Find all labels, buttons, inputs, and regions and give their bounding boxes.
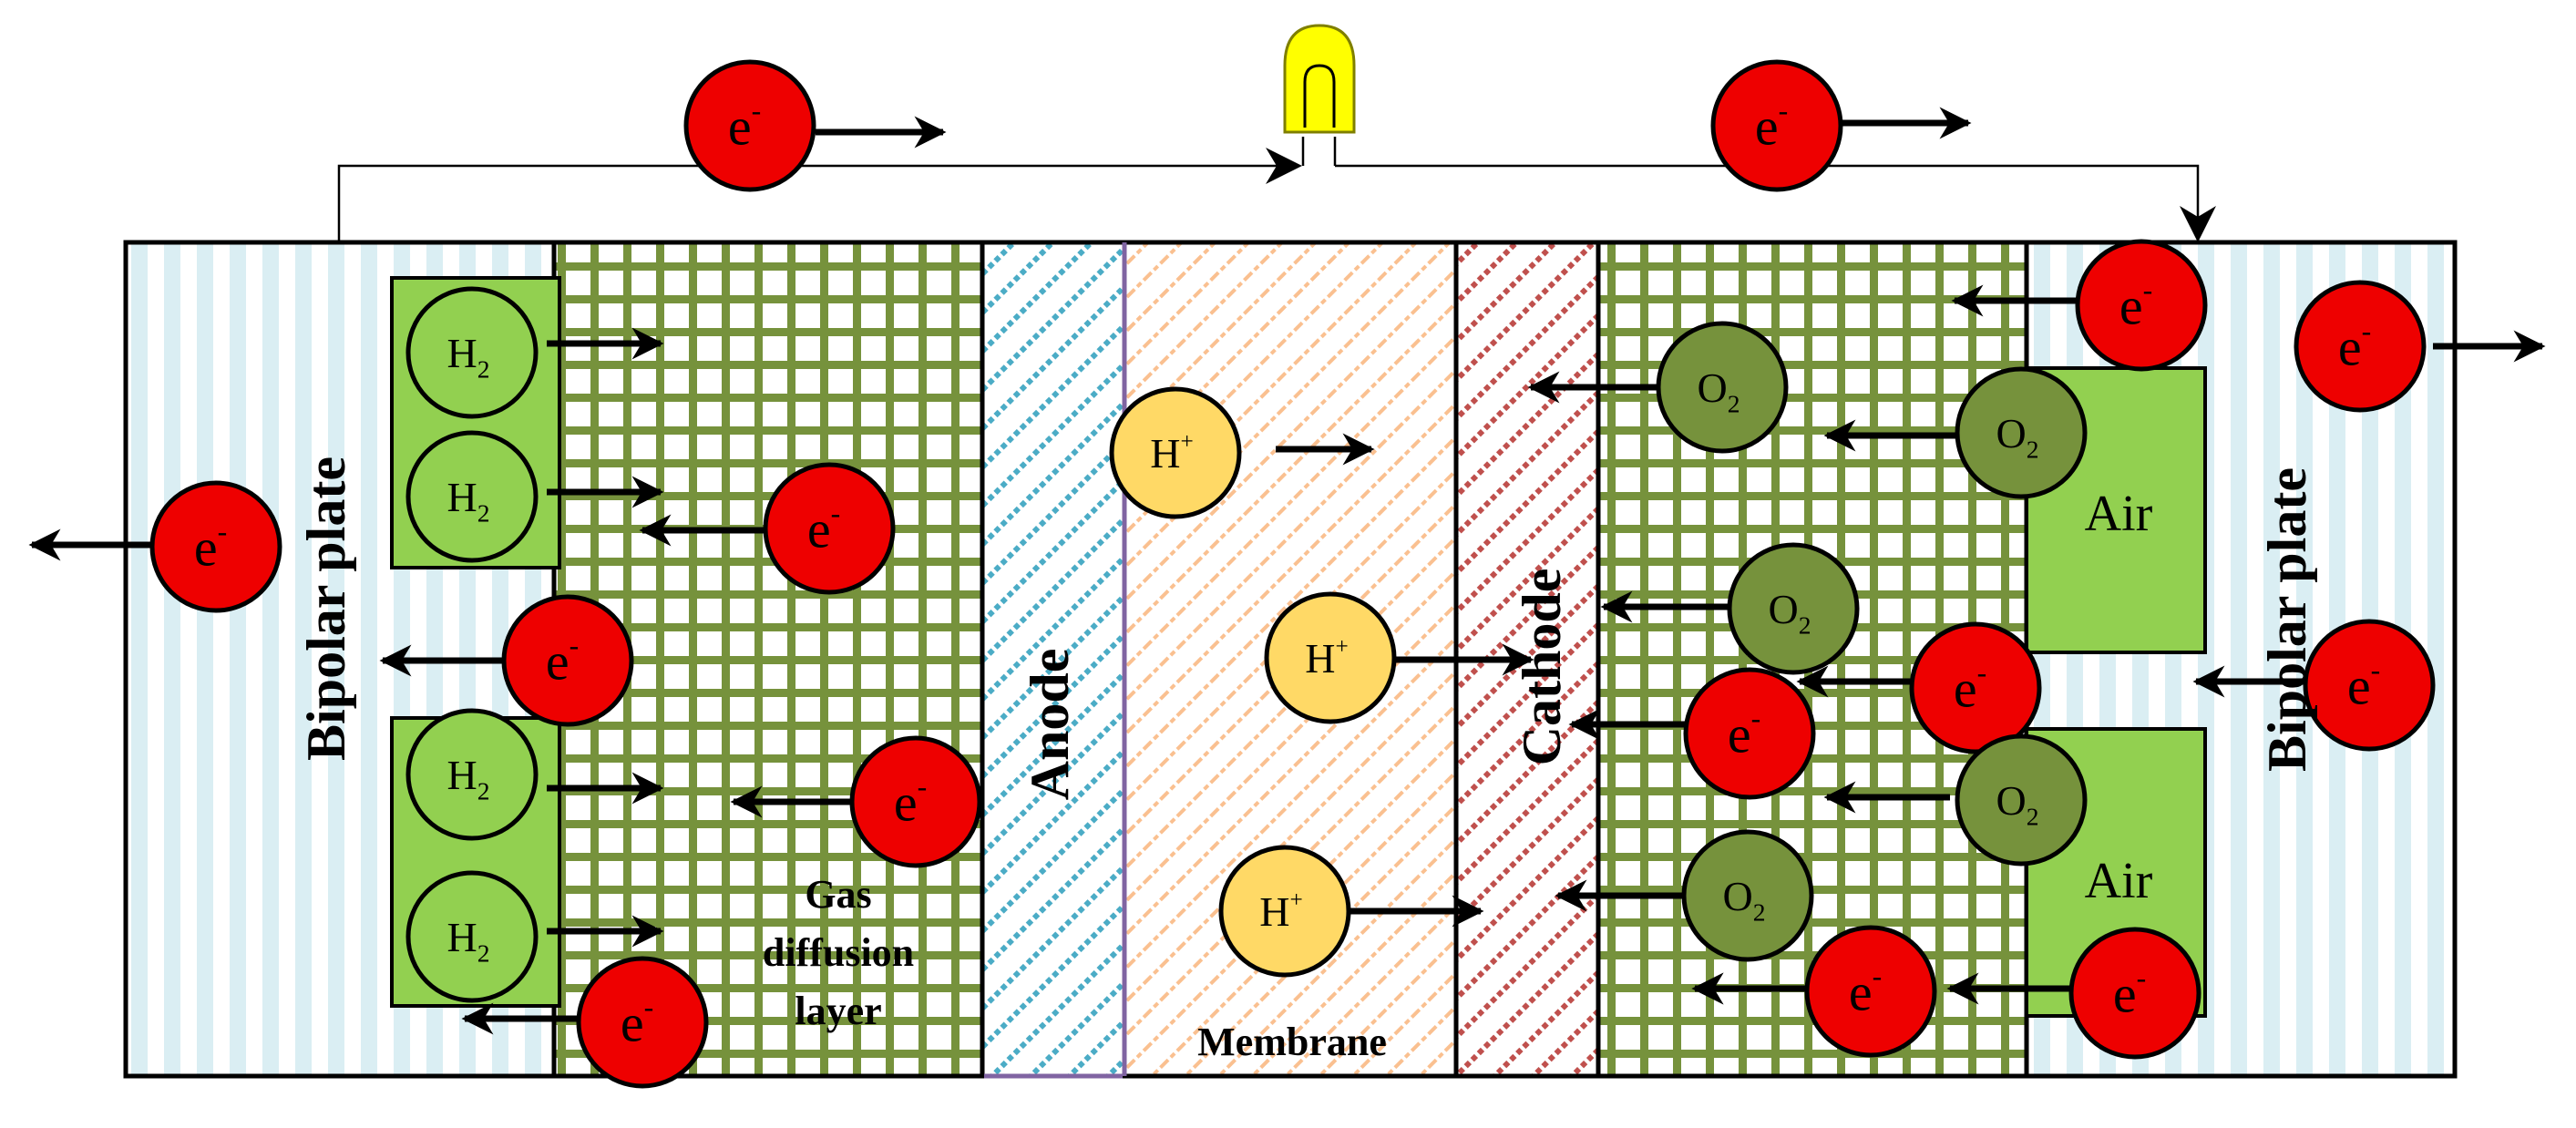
membrane-label: Membrane xyxy=(1197,1020,1387,1064)
electron-particle: e- xyxy=(2294,280,2427,413)
bipolar-plate-right-label: Bipolar plate xyxy=(2257,467,2317,772)
electron-particle: e- xyxy=(1909,621,2042,754)
cathode-label: Cathode xyxy=(1512,569,1572,766)
electron-particle: e- xyxy=(149,480,282,613)
circuit-wire-left xyxy=(337,148,1302,242)
bipolar-plate-left-label: Bipolar plate xyxy=(296,456,356,761)
electron-particle: e- xyxy=(1683,667,1816,800)
lamp-icon xyxy=(1283,24,1356,134)
oxygen-particle: O2 xyxy=(1955,733,2088,867)
oxygen-particle: O2 xyxy=(1656,321,1789,454)
hydrogen-particle: H2 xyxy=(405,430,539,563)
anode-layer xyxy=(982,242,1124,1076)
external-circuit xyxy=(337,137,2216,242)
hydrogen-particle: H2 xyxy=(405,870,539,1003)
oxygen-particle: O2 xyxy=(1727,542,1860,675)
proton-particle: H+ xyxy=(1109,386,1242,519)
hydrogen-particle: H2 xyxy=(405,286,539,419)
proton-particle: H+ xyxy=(1218,845,1351,978)
particles: e-e-e-e-e-e-e-e-e-e-e-e-e-e-H2H2H2H2O2O2… xyxy=(149,59,2436,1089)
anode-label: Anode xyxy=(1020,649,1080,801)
air-label-top: Air xyxy=(2085,486,2153,542)
gas-diffusion-label-line3: layer xyxy=(795,989,881,1033)
electron-particle: e- xyxy=(1710,59,1843,192)
electron-particle: e- xyxy=(683,59,816,192)
svg-text:e-: e- xyxy=(1728,702,1760,764)
gas-diffusion-label-line2: diffusion xyxy=(763,930,914,975)
oxygen-particle: O2 xyxy=(1681,829,1814,962)
circuit-wire-right xyxy=(1335,164,2216,242)
svg-text:e-: e- xyxy=(728,95,761,156)
gas-diffusion-label-line1: Gas xyxy=(805,872,871,917)
oxygen-particle: O2 xyxy=(1955,366,2088,499)
air-label-bottom: Air xyxy=(2085,853,2153,909)
electron-particle: e- xyxy=(1804,925,1937,1058)
electron-particle: e- xyxy=(763,462,896,595)
electron-particle: e- xyxy=(2068,927,2201,1060)
hydrogen-particle: H2 xyxy=(405,708,539,841)
layer-labels: Bipolar plate Bipolar plate Anode Cathod… xyxy=(296,456,2317,1064)
proton-particle: H+ xyxy=(1264,591,1397,724)
electron-particle: e- xyxy=(576,956,709,1089)
electron-particle: e- xyxy=(849,735,982,868)
electron-particle: e- xyxy=(2075,239,2208,372)
electron-particle: e- xyxy=(2303,619,2436,752)
electron-particle: e- xyxy=(501,594,634,727)
